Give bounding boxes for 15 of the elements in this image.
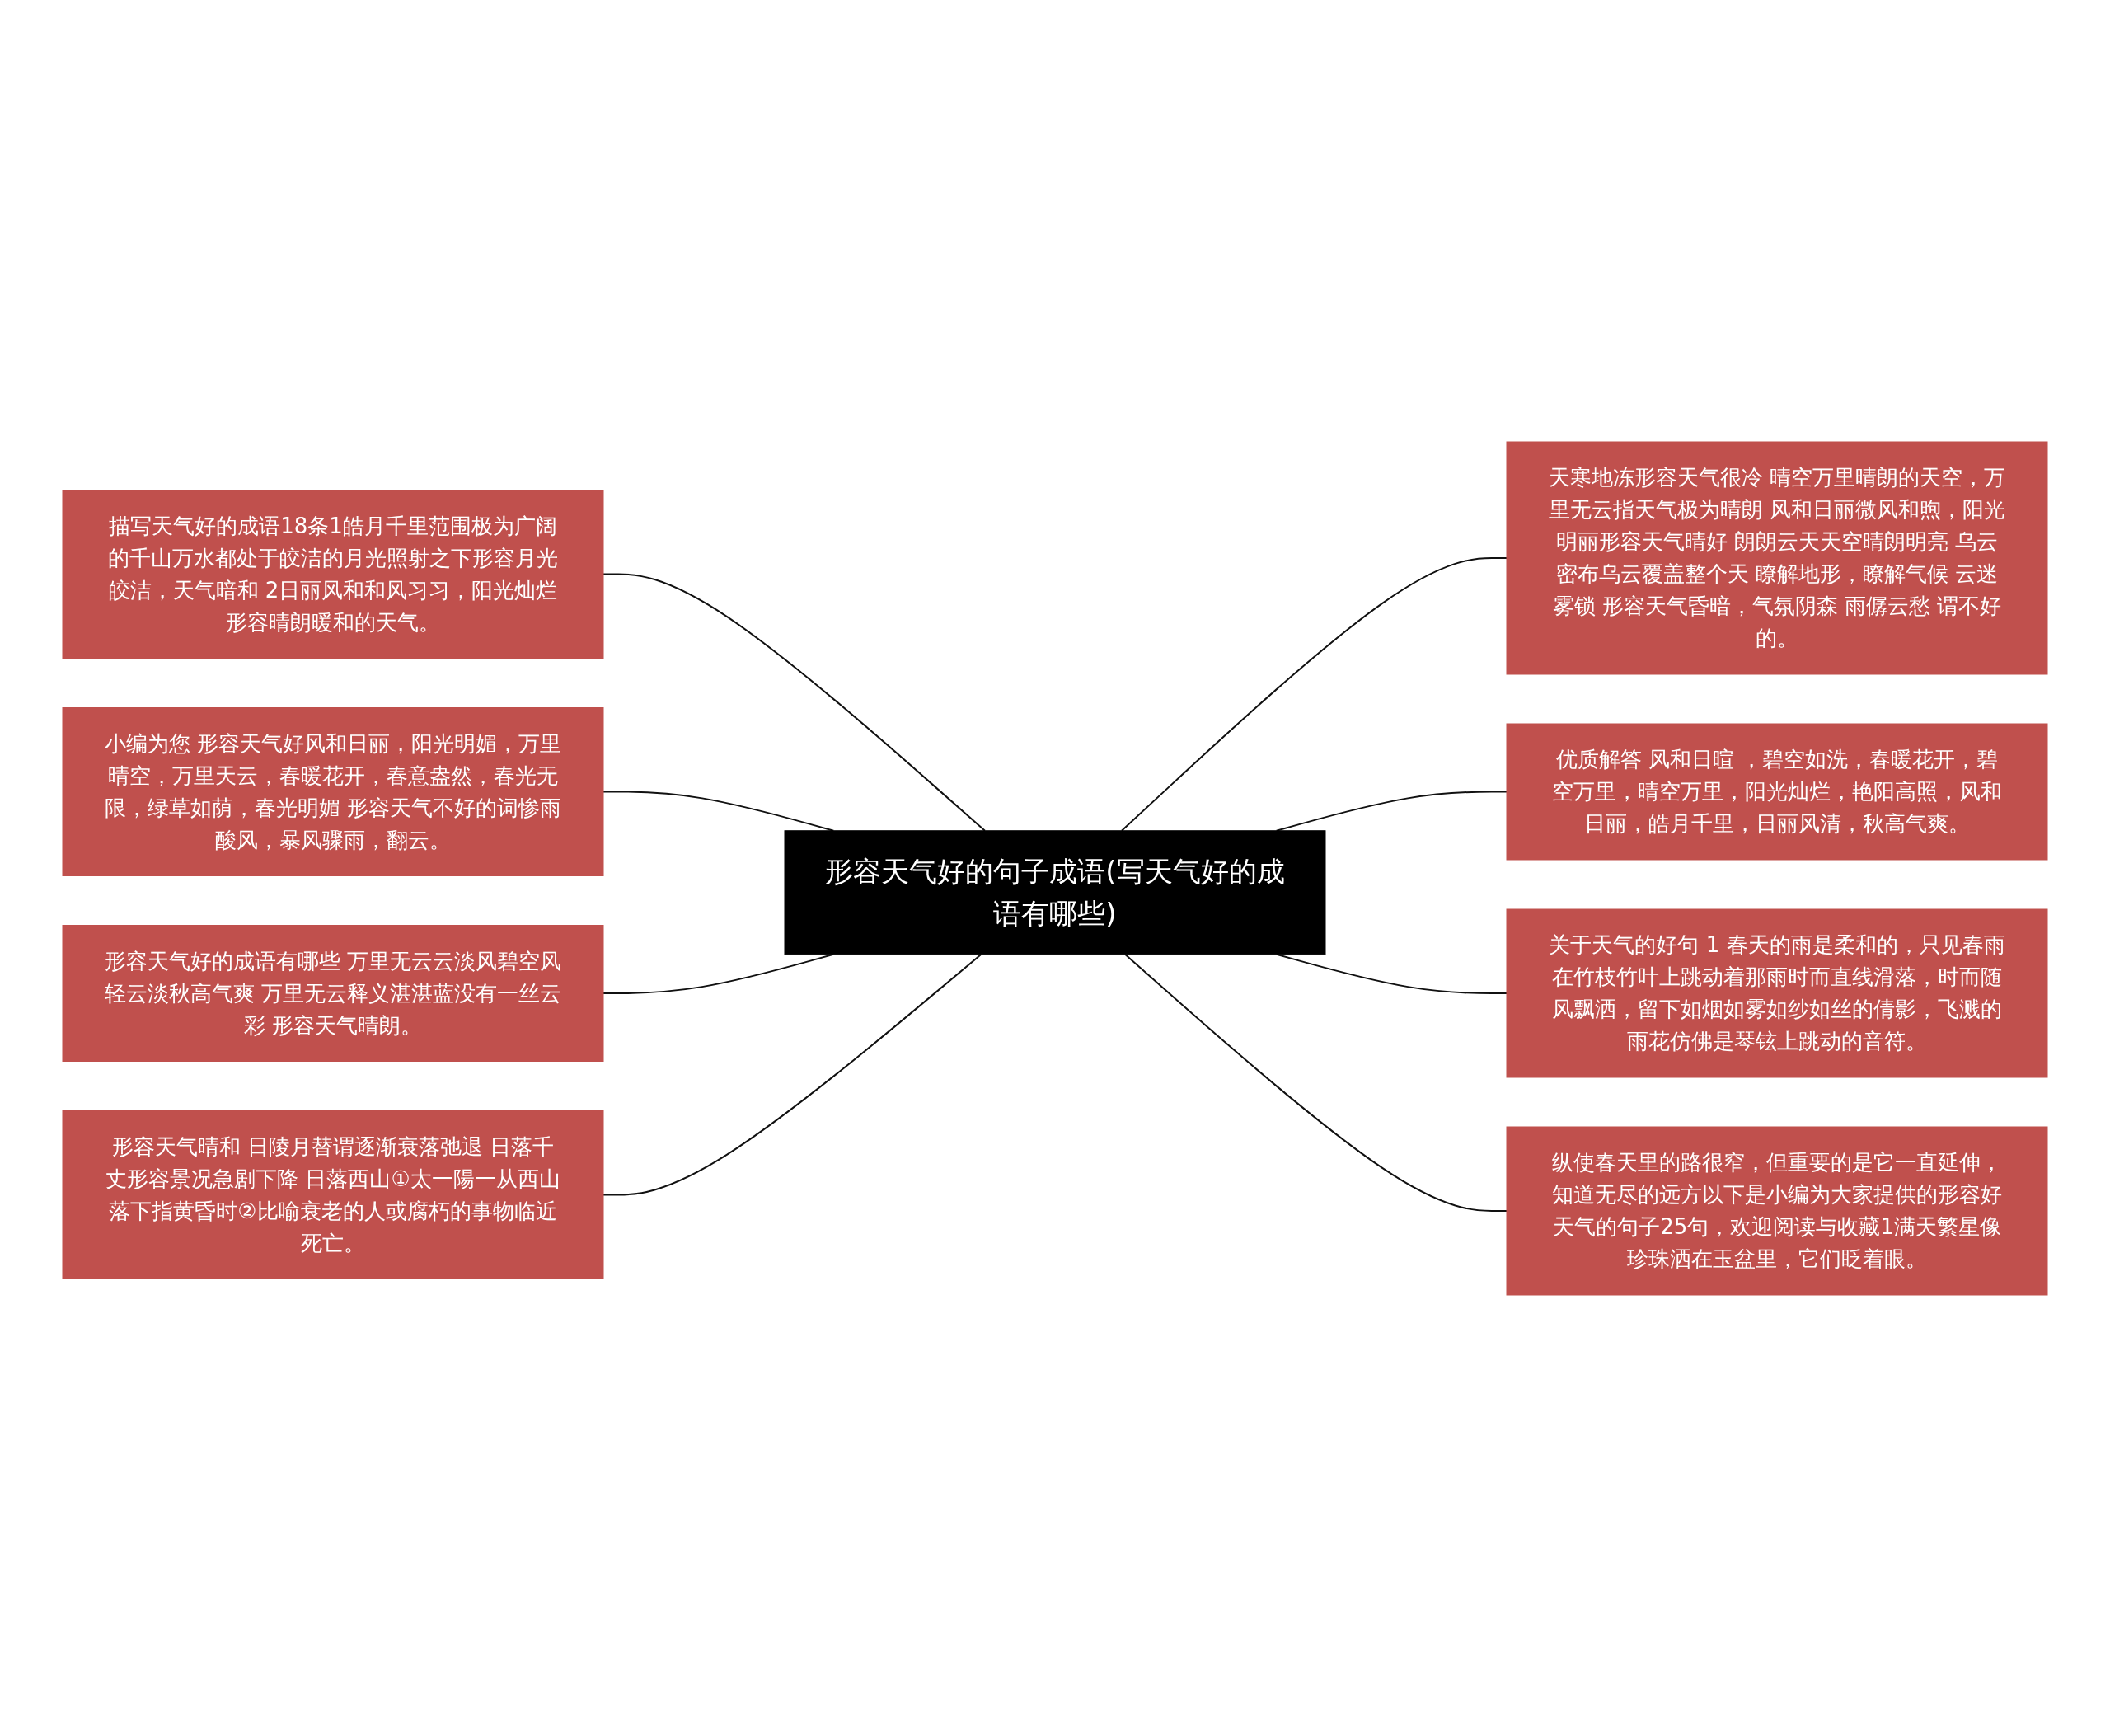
node-box: 小编为您 形容天气好风和日丽，阳光明媚，万里晴空，万里天云，春暖花开，春意盎然，春光无限，绿草如荫，春光明媚 形容天气不好的词惨雨酸风，暴风骤雨，翻云。 [62,706,604,876]
connector [603,573,986,832]
connector [1124,953,1507,1212]
node-box: 形容天气好的句子成语(写天气好的成语有哪些) [784,829,1326,955]
node-box: 优质解答 风和日暄 ，碧空如洗，春暖花开，碧空万里，晴空万里，阳光灿烂，艳阳高照，风和日丽，皓月千里，日丽风清，秋高气爽。 [1506,723,2048,860]
node-box: 形容天气好的成语有哪些 万里无云云淡风碧空风轻云淡秋高气爽 万里无云释义湛湛蓝没有一丝云彩 形容天气晴朗。 [62,924,604,1062]
node-box: 天寒地冻形容天气很冷 晴空万里晴朗的天空，万里无云指天气极为晴朗 风和日丽微风和煦，阳光明丽形容天气晴好 朗朗云天天空晴朗明亮 乌云密布乌云覆盖整个天 瞭解地形，瞭解气候 云迷雾锁 形容天气昏暗，气氛阴森 雨僝云愁 谓不好的。 [1506,441,2048,674]
node-box: 形容天气晴和 日陵月替谓逐渐衰落弛退 日落千丈形容景况急剧下降 日落西山①太一陽一从西山落下指黄昏时②比喻衰老的人或腐朽的事物临近死亡。 [62,1110,604,1279]
node-box: 纵使春天里的路很窄，但重要的是它一直延伸，知道无尽的远方以下是小编为大家提供的形容好天气的句子25句，欢迎阅读与收藏1满天繁星像珍珠洒在玉盆里，它们眨着眼。 [1506,1126,2048,1295]
connector [603,953,835,994]
connector [603,953,982,1195]
node-box: 描写天气好的成语18条1皓月千里范围极为广阔的千山万水都处于皎洁的月光照射之下形容月光皎洁，天气暗和 2日丽风和和风习习，阳光灿烂形容晴朗暖和的天气。 [62,489,604,659]
connector [1120,556,1507,832]
connector [1275,953,1507,994]
node-box: 关于天气的好句 1 春天的雨是柔和的，只见春雨在竹枝竹叶上跳动着那雨时而直线滑落，时而随风飘洒，留下如烟如雾如纱如丝的倩影，飞溅的雨花仿佛是琴铉上跳动的音符。 [1506,908,2048,1077]
